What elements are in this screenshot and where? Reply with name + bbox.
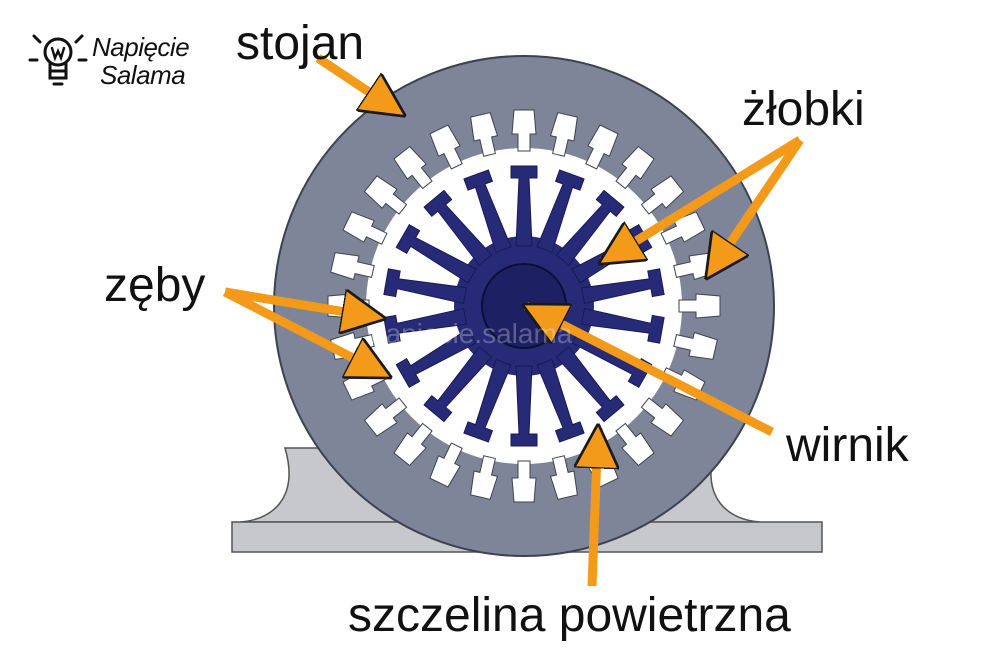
rotor-tooth	[383, 268, 467, 305]
stator-slot	[511, 460, 537, 503]
rotor-tooth	[395, 328, 477, 388]
arrow-zeby-2	[222, 287, 388, 381]
arrow-zlobki-1	[602, 136, 803, 262]
arrow-stojan	[315, 54, 402, 114]
stator-slot	[342, 211, 388, 245]
rotor-tooth	[555, 189, 625, 266]
rotor-tooth	[463, 169, 512, 254]
label-wirnik: wirnik	[786, 419, 909, 472]
arrow-szczelina	[592, 428, 598, 587]
stator-slot	[511, 109, 537, 152]
arrow-zlobki-2	[708, 137, 804, 276]
logo-line1: Napięcie	[92, 32, 190, 62]
rotor-teeth	[383, 165, 665, 447]
rotor-tooth	[581, 268, 665, 305]
stator-slot	[393, 422, 433, 467]
stator-slot	[549, 112, 578, 157]
arrows	[222, 54, 804, 587]
stator-slot	[429, 442, 463, 488]
rotor-tooth	[423, 189, 493, 266]
label-stojan: stojan	[236, 17, 365, 70]
stator-slot	[393, 145, 433, 190]
stator-slot	[470, 112, 499, 157]
arrow-wirnik	[526, 301, 775, 437]
rotor-tooth	[581, 307, 665, 344]
stator-slot	[585, 124, 619, 170]
logo-line2: Salama	[100, 60, 186, 90]
watermark: napiecie.salama	[370, 318, 573, 349]
arrow-zeby-1	[224, 287, 382, 318]
rotor-tooth	[555, 346, 625, 423]
label-zlobki: żłobki	[742, 83, 865, 136]
rotor-tooth	[423, 346, 493, 423]
stator-slot	[363, 397, 408, 437]
rotor-tooth	[510, 165, 538, 247]
rotor-tooth	[510, 365, 538, 447]
stator-slot	[673, 331, 718, 360]
logo: Napięcie Salama	[28, 26, 218, 96]
stator-slot	[549, 455, 578, 500]
label-zeby: zęby	[104, 259, 206, 312]
rotor-tooth	[395, 224, 477, 284]
stator-slot	[615, 145, 655, 190]
rotor-tooth	[536, 169, 585, 254]
stator-slot	[640, 397, 685, 437]
stator-slot	[470, 455, 499, 500]
stator-slot	[330, 252, 375, 281]
stator-slot	[640, 175, 685, 215]
stator-slot	[429, 124, 463, 170]
label-szczelina: szczelina powietrzna	[348, 589, 791, 642]
rotor-tooth	[463, 358, 512, 443]
lightbulb-icon	[28, 34, 88, 86]
stator-slot	[363, 175, 408, 215]
stator-slot	[678, 293, 721, 319]
